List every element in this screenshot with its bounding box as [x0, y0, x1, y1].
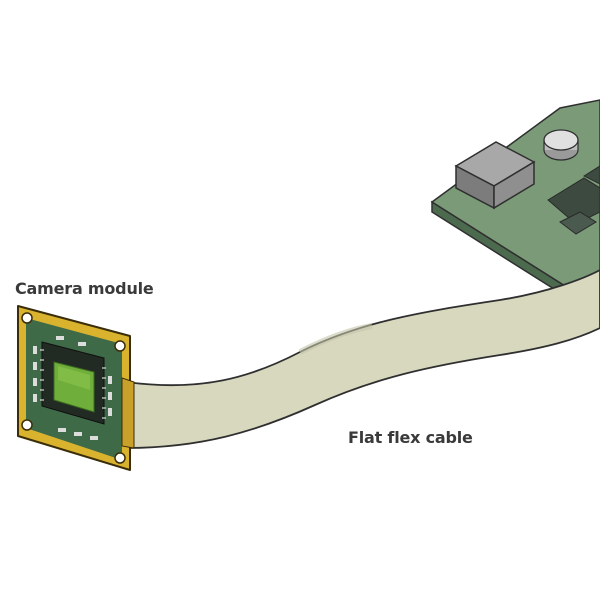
board-chips	[547, 165, 600, 235]
module-components	[33, 336, 112, 440]
camera-module	[17, 305, 135, 471]
sensor-pins	[40, 349, 106, 419]
flat-flex-cable-label: Flat flex cable	[348, 428, 473, 447]
board-connector	[454, 141, 536, 210]
mounting-holes	[21, 312, 126, 464]
flat-flex-cable	[125, 269, 600, 449]
board-button	[543, 129, 579, 161]
camera-module-label: Camera module	[15, 279, 154, 298]
